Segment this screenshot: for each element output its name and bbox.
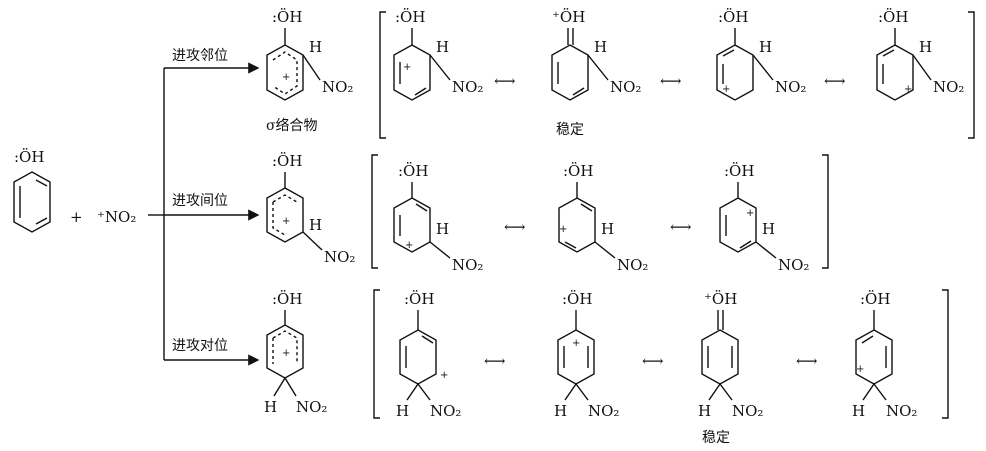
svg-text:NO₂: NO₂ [324, 248, 355, 266]
svg-text:⟷: ⟷ [484, 352, 506, 370]
svg-text:⟷: ⟷ [660, 72, 682, 90]
svg-text:NO₂: NO₂ [617, 256, 648, 274]
svg-text:+: + [572, 338, 580, 349]
para-resonance-set: :ÖH + H NO₂ ⟷ :ÖH + H [373, 289, 949, 446]
phenol-oh-label: :ÖH [14, 148, 44, 166]
svg-text::ÖH: :ÖH [878, 8, 908, 26]
meta-resonance-set: :ÖH + H NO₂ ⟷ :ÖH + H NO₂ [371, 154, 829, 274]
svg-text:NO₂: NO₂ [322, 78, 353, 96]
svg-text:⟷: ⟷ [642, 352, 664, 370]
svg-text:H: H [264, 398, 277, 416]
nitronium-label: ⁺NO₂ [97, 208, 136, 226]
svg-text:+: + [440, 370, 448, 381]
svg-text::ÖH: :ÖH [395, 8, 425, 26]
svg-text:NO₂: NO₂ [296, 398, 327, 416]
svg-text::ÖH: :ÖH [272, 8, 302, 26]
svg-text:⟷: ⟷ [670, 218, 692, 236]
svg-text:H: H [436, 38, 449, 56]
meta-resonance-3: :ÖH + H NO₂ [719, 162, 809, 274]
ortho-resonance-3: :ÖH + H NO₂ [716, 8, 806, 101]
svg-text:⁺ÖH: ⁺ÖH [552, 8, 585, 26]
svg-text:NO₂: NO₂ [452, 256, 483, 274]
svg-text:⟷: ⟷ [504, 218, 526, 236]
para-resonance-2: :ÖH + H NO₂ [554, 290, 619, 420]
svg-text::ÖH: :ÖH [718, 8, 748, 26]
svg-text:⟷: ⟷ [824, 72, 846, 90]
ortho-resonance-2-stable: ⁺ÖH H NO₂ 稳定 [551, 8, 641, 138]
sigma-complex-label: σ络合物 [266, 118, 318, 134]
svg-text:+: + [746, 208, 754, 219]
svg-text::ÖH: :ÖH [860, 290, 890, 308]
svg-text:+: + [282, 216, 290, 227]
para-resonance-3-stable: ⁺ÖH H NO₂ 稳定 [698, 290, 763, 446]
svg-text:+: + [405, 240, 413, 251]
svg-text:NO₂: NO₂ [775, 78, 806, 96]
svg-text:H: H [601, 220, 614, 238]
svg-text:+: + [904, 84, 912, 95]
para-resonance-1: :ÖH + H NO₂ [396, 290, 461, 420]
svg-text:NO₂: NO₂ [886, 402, 917, 420]
attack-para-label: 进攻对位 [172, 338, 228, 354]
svg-text::ÖH: :ÖH [272, 152, 302, 170]
ortho-resonance-set: :ÖH + H NO₂ ⟷ ⁺ÖH H N [379, 8, 975, 139]
plus-sign: + [70, 208, 83, 226]
svg-text::ÖH: :ÖH [404, 290, 434, 308]
svg-text:NO₂: NO₂ [430, 402, 461, 420]
svg-text:⟷: ⟷ [796, 352, 818, 370]
para-stable-label: 稳定 [702, 430, 730, 446]
phenol-reactant: :ÖH [13, 148, 51, 233]
svg-text:NO₂: NO₂ [610, 78, 641, 96]
svg-text:H: H [698, 402, 711, 420]
svg-text:H: H [396, 402, 409, 420]
svg-text:+: + [856, 364, 864, 375]
attack-ortho-label: 进攻邻位 [172, 48, 228, 64]
svg-text:+: + [403, 62, 411, 73]
svg-text:H: H [919, 38, 932, 56]
para-resonance-4: :ÖH + H NO₂ [852, 290, 917, 420]
meta-resonance-1: :ÖH + H NO₂ [393, 162, 483, 274]
branch-arrows [148, 62, 260, 366]
svg-text:H: H [309, 216, 322, 234]
svg-text:NO₂: NO₂ [778, 256, 809, 274]
ortho-resonance-1: :ÖH + H NO₂ [393, 8, 483, 101]
svg-text:NO₂: NO₂ [933, 78, 964, 96]
svg-text:NO₂: NO₂ [452, 78, 483, 96]
svg-text:H: H [554, 402, 567, 420]
svg-text::ÖH: :ÖH [562, 290, 592, 308]
svg-text:H: H [759, 38, 772, 56]
meta-resonance-2: :ÖH + H NO₂ [558, 162, 648, 274]
svg-text:⁺ÖH: ⁺ÖH [704, 290, 737, 308]
ortho-resonance-4: :ÖH + H NO₂ [876, 8, 964, 101]
svg-text:+: + [722, 84, 730, 95]
svg-text:NO₂: NO₂ [732, 402, 763, 420]
svg-text::ÖH: :ÖH [724, 162, 754, 180]
svg-text:NO₂: NO₂ [588, 402, 619, 420]
svg-text:⟷: ⟷ [494, 72, 516, 90]
meta-sigma-complex: :ÖH + H NO₂ [266, 152, 355, 266]
svg-text::ÖH: :ÖH [398, 162, 428, 180]
svg-text:H: H [309, 38, 322, 56]
svg-text:+: + [282, 348, 290, 359]
para-sigma-complex: :ÖH + H NO₂ [264, 290, 327, 416]
svg-text:+: + [282, 72, 290, 83]
svg-text:H: H [436, 220, 449, 238]
svg-text:H: H [762, 220, 775, 238]
svg-text:H: H [852, 402, 865, 420]
svg-text:H: H [594, 38, 607, 56]
attack-meta-label: 进攻间位 [172, 193, 228, 209]
svg-text::ÖH: :ÖH [272, 290, 302, 308]
ortho-sigma-complex: :ÖH + H NO₂ σ络合物 [266, 8, 353, 134]
ortho-stable-label: 稳定 [556, 122, 584, 138]
svg-text::ÖH: :ÖH [563, 162, 593, 180]
svg-text:+: + [559, 224, 567, 235]
